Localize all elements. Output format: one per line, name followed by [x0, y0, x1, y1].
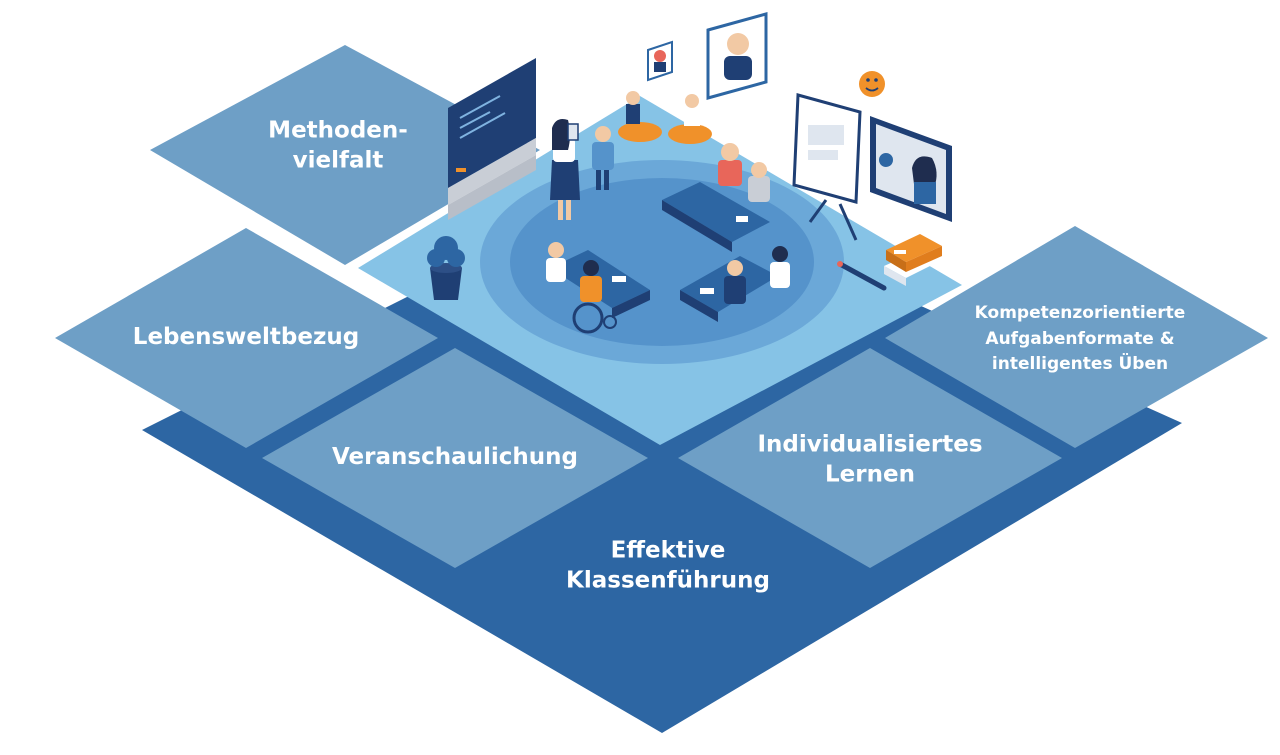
student-icon: [592, 126, 614, 190]
label-kompetenz: Kompetenzorientierte Aufgabenformate & i…: [974, 302, 1186, 374]
tile-kompetenz: [885, 226, 1268, 448]
teacher-icon: [550, 119, 580, 226]
label-veranschaulichung: Veranschaulichung: [332, 443, 578, 470]
pen-icon: [837, 261, 887, 291]
label-methodenvielfalt: Methoden- vielfalt: [268, 117, 408, 174]
tile-veranschaulichung: [262, 348, 648, 568]
avatar-icon: [647, 12, 768, 100]
tile-lebensweltbezug: [55, 228, 438, 448]
video-call-icon: [870, 116, 952, 222]
flipchart-icon: [792, 93, 862, 241]
desk-group-bottom: [680, 246, 790, 322]
tile-methodenvielfalt: [150, 45, 540, 265]
tile-individualisiert: [678, 348, 1062, 568]
desk-group-right: [662, 143, 770, 252]
books-icon: [884, 234, 942, 286]
plant-icon: [427, 236, 465, 300]
label-individualisiert: Individualisiertes Lernen: [757, 431, 983, 488]
smiley-icon: [859, 71, 885, 97]
reading-corner: [618, 91, 712, 144]
wheelchair-icon: [572, 302, 617, 334]
blackboard-icon: [448, 58, 536, 220]
desk-group-left: [546, 242, 650, 334]
label-lebensweltbezug: Lebensweltbezug: [132, 323, 360, 350]
label-effektive-klassenfuehrung: Effektive Klassenführung: [566, 537, 770, 594]
